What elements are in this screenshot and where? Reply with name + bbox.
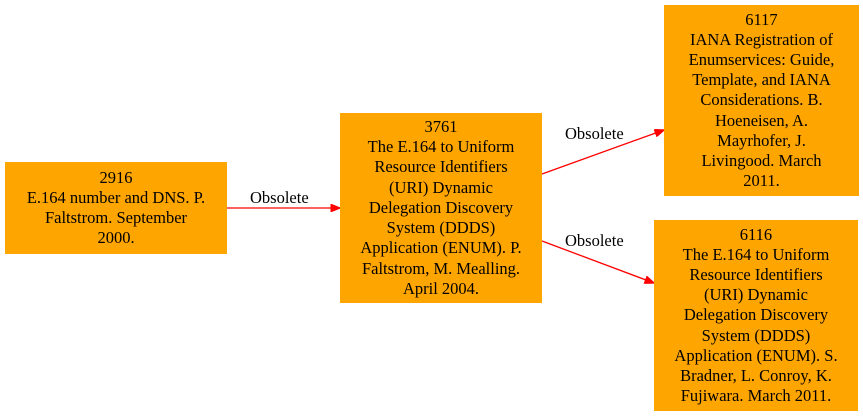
rfc-6116-node[interactable]: 6116 The E.164 to Uniform Resource Ident…: [654, 220, 858, 411]
rfc-number: 6117: [745, 9, 778, 29]
node-text-line: Mayrhofer, J.: [717, 130, 806, 150]
edge-label-obsolete: Obsolete: [250, 188, 309, 207]
node-text-line: Livingood. March: [701, 151, 822, 170]
node-text-line: Fujiwara. March 2011.: [680, 386, 832, 406]
edge-3761-to-6116: [541, 240, 654, 283]
node-text-line: Faltstrom, M. Mealling.: [361, 258, 521, 278]
node-text-line: (URI) Dynamic: [703, 285, 808, 305]
rfc-6117-node[interactable]: 6117 IANA Registration of Enumservices: …: [664, 5, 859, 196]
rfc-2916-node[interactable]: 2916 E.164 number and DNS. P. Faltstrom.…: [5, 162, 227, 254]
rfc-number: 2916: [99, 167, 133, 187]
node-text-line: Faltstrom. September: [44, 208, 188, 227]
node-text-line: April 2004.: [402, 278, 480, 298]
rfc-number: 3761: [424, 117, 458, 137]
node-text-line: E.164 number and DNS. P.: [26, 187, 206, 207]
node-text-line: Template, and IANA: [692, 70, 831, 90]
edge-label-obsolete: Obsolete: [565, 231, 624, 250]
node-text-line: Bradner, L. Conroy, K.: [680, 366, 832, 385]
node-text-line: Considerations. B.: [700, 90, 823, 110]
node-text-line: 2000.: [97, 228, 135, 248]
node-text-line: Enumservices: Guide,: [688, 49, 835, 69]
edge-label-obsolete: Obsolete: [565, 124, 624, 143]
rfc-number: 6116: [739, 224, 773, 244]
rfc-3761-node[interactable]: 3761 The E.164 to Uniform Resource Ident…: [340, 113, 542, 303]
node-text-line: The E.164 to Uniform: [367, 137, 515, 157]
node-text-line: System (DDDS): [386, 218, 496, 238]
node-text-line: Application (ENUM). P.: [360, 238, 522, 258]
node-text-line: Delegation Discovery: [683, 305, 829, 325]
node-text-line: Hoeneisen, A.: [714, 110, 809, 130]
node-text-line: (URI) Dynamic: [388, 177, 493, 197]
node-text-line: 2011.: [743, 171, 780, 191]
node-text-line: Application (ENUM). S.: [674, 345, 838, 365]
node-text-line: The E.164 to Uniform: [682, 244, 830, 264]
node-text-line: Resource Identifiers: [374, 157, 508, 177]
node-text-line: Delegation Discovery: [368, 197, 514, 217]
node-text-line: Resource Identifiers: [689, 264, 823, 284]
edge-3761-to-6117: [541, 130, 664, 175]
node-text-line: System (DDDS): [701, 325, 811, 345]
node-text-line: IANA Registration of: [690, 29, 833, 49]
